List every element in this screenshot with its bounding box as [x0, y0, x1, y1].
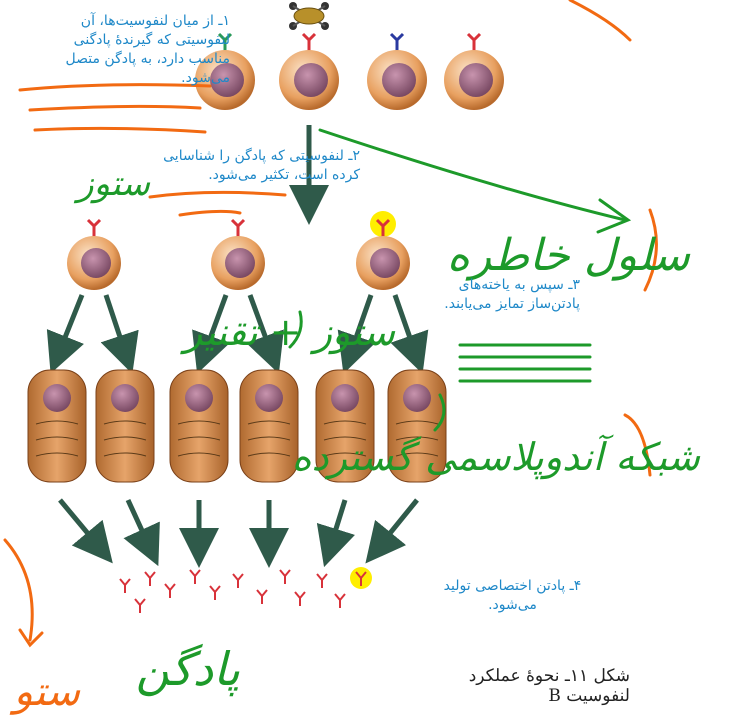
lymphocyte-cell: [367, 34, 427, 110]
antigen-icon: [289, 2, 329, 30]
secretion-arrows: [60, 500, 417, 548]
lymphocyte-cell: [444, 34, 504, 110]
note-6: ستو: [9, 669, 81, 715]
step-2-label: ۲ـ لنفوسیتی که پادگن را شناسایی کرده است…: [150, 147, 360, 185]
step-4-label: ۴ـ پادتن اختصاصی تولید می‌شود.: [430, 577, 595, 615]
antibody-cluster: [120, 570, 345, 613]
note-1: ستوز: [73, 164, 150, 204]
step-1-label: ۱ـ از میان لنفوسیت‌ها، آن لنفوسیتی که گی…: [40, 12, 230, 88]
note-2: سلول خاطره: [447, 230, 691, 281]
note-3: ستوز + تقنیر: [180, 310, 396, 355]
lymphocyte-row-top: [195, 34, 504, 110]
figure-caption: شکل ۱۱ـ نحوهٔ عملکرد لنفوسیت B: [430, 666, 630, 706]
note-5: پادگن: [136, 642, 240, 697]
note-4: شبکه آندوپلاسمی گسترده: [292, 434, 701, 480]
lymphocyte-cell-bound: [279, 34, 339, 110]
lymphocyte-row-middle: [67, 211, 410, 290]
step-3-label: ۳ـ سپس به یاخته‌های پادتن‌ساز تمایز می‌ی…: [420, 276, 580, 314]
